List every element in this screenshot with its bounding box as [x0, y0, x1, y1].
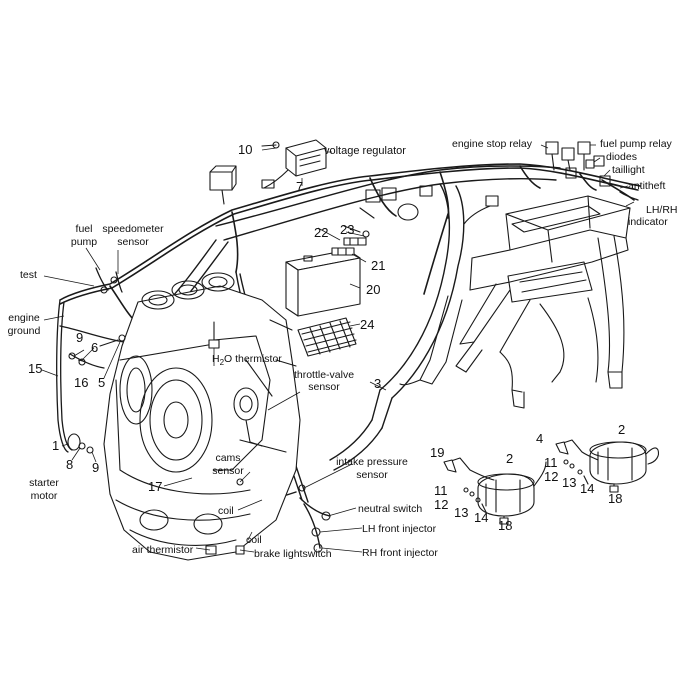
starter-motor: [67, 433, 94, 454]
brake-lightswitch-label: brake lightswitch: [254, 548, 332, 560]
coil-label-lower: coil: [246, 534, 262, 546]
h2o-thermistor-label-sub: 2: [219, 358, 225, 368]
part-number-13a: 13: [454, 505, 469, 520]
part-number-19: 19: [430, 445, 445, 460]
throttle-valve-sensor: [233, 387, 263, 447]
part-number-12b: 12: [544, 469, 559, 484]
rh-front-injector-label: RH front injector: [362, 547, 438, 559]
part-number-17: 17: [148, 479, 163, 494]
antitheft-wire: [603, 181, 639, 201]
battery: [285, 249, 361, 317]
part-number-2b: 2: [618, 422, 626, 437]
throttle-valve-sensor-label-line2: sensor: [308, 381, 340, 393]
fuel-pump-relay-label: fuel pump relay: [600, 138, 672, 150]
rear-subframe: [399, 195, 631, 409]
part-number-10: 10: [238, 142, 253, 157]
engine-ground-label-line2: ground: [7, 325, 41, 337]
part-number-22: 22: [314, 225, 329, 240]
ignition-coil-1: [443, 457, 547, 525]
cams-sensor-label-line1: cams: [215, 452, 241, 464]
part-number-4: 4: [536, 431, 544, 446]
h2o-thermistor-label-h: H: [212, 353, 220, 365]
part-number-11a: 11: [434, 483, 448, 498]
part-number-18b: 18: [608, 491, 623, 506]
part-number-18a: 18: [498, 518, 513, 533]
speedometer-sensor-label-line1: speedometer: [102, 223, 164, 235]
relay-cluster-right: [545, 141, 611, 187]
main-harness: [59, 163, 641, 327]
intake-pressure-sensor-label-line1: intake pressure: [336, 456, 408, 468]
ignition-coil-2: [555, 439, 660, 493]
part-number-1: 1: [52, 438, 60, 453]
part-number-13b: 13: [562, 475, 577, 490]
engine: [103, 272, 301, 561]
cams-sensor-label-line2: sensor: [212, 465, 244, 477]
intake-pressure-sensor-label-line2: sensor: [356, 469, 388, 481]
fuel-pump-label-line1: fuel: [75, 223, 93, 235]
part-number-14b: 14: [580, 481, 595, 496]
part-number-14a: 14: [474, 510, 489, 525]
battery-hardware: [331, 230, 370, 256]
part-number-11b: 11: [544, 455, 558, 470]
taillight-label: taillight: [612, 164, 645, 176]
h2o-thermistor-label-rest: O thermistor: [224, 353, 282, 365]
starter-motor-label-line1: starter: [29, 477, 59, 489]
diodes-label: diodes: [606, 151, 637, 163]
part-number-3: 3: [374, 376, 382, 391]
part-number-9b: 9: [92, 460, 100, 475]
fuel-pump-label-line2: pump: [70, 236, 98, 248]
antitheft-label: antitheft: [628, 180, 666, 192]
voltage-regulator-label: voltage regulator: [324, 145, 406, 157]
part-number-2a: 2: [506, 451, 514, 466]
engine-ground-label-line1: engine: [8, 312, 40, 324]
lh-rh-indicator-label-line1: LH/RH: [646, 204, 678, 216]
voltage-regulator: [261, 139, 327, 189]
neutral-switch-label: neutral switch: [358, 503, 423, 515]
test-label: test: [20, 269, 37, 281]
throttle-valve-sensor-label-line1: throttle-valve: [293, 369, 355, 381]
air-thermistor-label: air thermistor: [132, 544, 194, 556]
speedometer-sensor-label-line2: sensor: [117, 236, 149, 248]
starter-motor-label-line2: motor: [30, 490, 58, 502]
part-number-24: 24: [360, 317, 375, 332]
lh-front-injector-label: LH front injector: [362, 523, 437, 535]
engine-stop-relay-label: engine stop relay: [452, 138, 532, 150]
part-number-8: 8: [66, 457, 74, 472]
part-number-5: 5: [98, 375, 106, 390]
part-number-15: 15: [28, 361, 43, 376]
part-number-20: 20: [366, 282, 381, 297]
part-number-23: 23: [340, 222, 355, 237]
part-number-12a: 12: [434, 497, 449, 512]
battery-mat: [297, 317, 357, 357]
lh-rh-indicator-label-line2: indicator: [628, 216, 668, 228]
coil-label-upper: coil: [218, 505, 234, 517]
leader-lines: [41, 144, 635, 553]
relay-cluster-left: [209, 165, 237, 205]
h2o-thermistor-label: H2O thermistor: [212, 353, 282, 369]
part-number-21: 21: [371, 258, 386, 273]
part-number-7: 7: [296, 179, 304, 194]
central-connectors: [343, 185, 499, 233]
part-number-6: 6: [91, 340, 99, 355]
part-number-9a: 9: [76, 330, 84, 345]
left-harness: [56, 267, 125, 453]
part-number-16: 16: [74, 375, 89, 390]
